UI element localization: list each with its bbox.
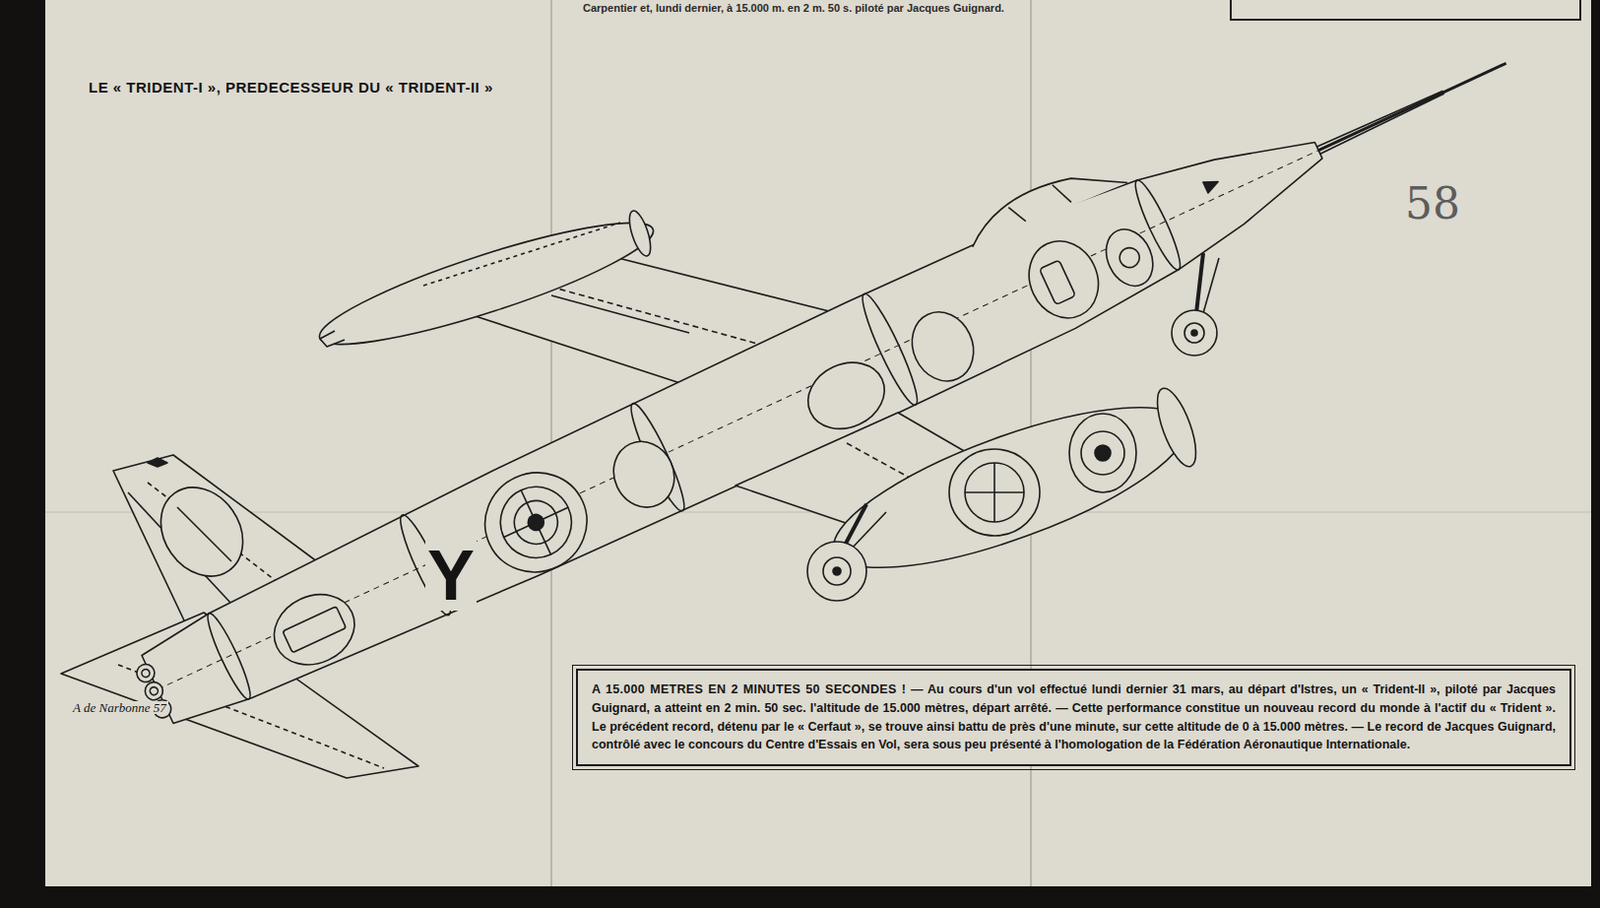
nose-gear bbox=[1191, 329, 1198, 336]
tail-fin bbox=[147, 457, 168, 467]
nose-gear bbox=[1171, 253, 1219, 356]
upper-nacelle bbox=[311, 201, 662, 365]
upper-nacelle bbox=[423, 222, 621, 286]
nose-gear bbox=[1171, 310, 1217, 356]
lower-nacelle bbox=[1069, 413, 1137, 493]
upper-nacelle bbox=[311, 201, 662, 365]
main-gear bbox=[848, 512, 887, 552]
tail-fin bbox=[177, 507, 232, 562]
fuselage-letter: Y bbox=[425, 539, 477, 611]
nose-gear bbox=[1203, 257, 1219, 314]
fuselage bbox=[157, 150, 1319, 690]
main-gear bbox=[807, 504, 887, 601]
aircraft bbox=[61, 0, 1533, 778]
lower-nacelle bbox=[964, 462, 1024, 522]
fuselage bbox=[1319, 93, 1446, 154]
upper-nacelle bbox=[625, 208, 655, 259]
nose-gear bbox=[1184, 322, 1205, 343]
fuselage bbox=[110, 0, 1533, 751]
lower-nacelle bbox=[817, 375, 1205, 600]
fuselage bbox=[148, 685, 160, 697]
upper-wing bbox=[521, 278, 768, 347]
fuselage bbox=[1116, 244, 1144, 271]
fuselage bbox=[900, 302, 985, 392]
fuselage bbox=[961, 152, 1128, 254]
upper-wing bbox=[551, 295, 690, 333]
lower-nacelle bbox=[1094, 445, 1111, 461]
lower-nacelle bbox=[949, 448, 1040, 536]
upper-nacelle bbox=[320, 330, 345, 347]
main-gear bbox=[832, 567, 841, 576]
fuselage bbox=[1017, 229, 1111, 329]
lower-nacelle bbox=[1081, 431, 1125, 475]
fuselage bbox=[1039, 259, 1077, 306]
caption-box: A 15.000 METRES EN 2 MINUTES 50 SECONDES… bbox=[576, 668, 1572, 767]
fuselage bbox=[131, 94, 1344, 745]
lower-nacelle bbox=[993, 462, 996, 522]
fuselage bbox=[1318, 63, 1506, 150]
top-frame bbox=[1230, 0, 1581, 20]
caption-heading: A 15.000 METRES EN 2 MINUTES 50 SECONDES… bbox=[591, 682, 906, 697]
fuselage bbox=[520, 490, 551, 555]
fuselage bbox=[489, 475, 584, 571]
fuselage bbox=[1203, 176, 1221, 193]
fuselage bbox=[140, 667, 152, 679]
lower-nacelle bbox=[1149, 384, 1204, 472]
fuselage bbox=[1097, 221, 1162, 294]
main-gear bbox=[807, 541, 867, 601]
fuselage bbox=[262, 581, 367, 678]
fuselage bbox=[1052, 181, 1072, 207]
fuselage bbox=[468, 455, 603, 588]
lower-nacelle bbox=[817, 375, 1205, 600]
pencil-note: 58 bbox=[1403, 182, 1463, 226]
main-gear bbox=[823, 557, 851, 585]
nose-gear bbox=[1196, 253, 1204, 314]
top-frame bbox=[1230, 0, 1581, 20]
fuselage bbox=[1316, 88, 1443, 149]
fold-lines bbox=[45, 0, 1592, 887]
artist-signature: A de Narbonne 57 bbox=[70, 701, 169, 714]
fuselage bbox=[1008, 202, 1025, 225]
fuselage bbox=[282, 606, 347, 653]
tail-fin bbox=[143, 471, 259, 592]
fuselage bbox=[602, 431, 685, 517]
cut-text: Carpentier et, lundi dernier, à 15.000 m… bbox=[580, 2, 1007, 14]
headline: LE « TRIDENT-I », PREDECESSEUR DU « TRID… bbox=[88, 78, 494, 96]
